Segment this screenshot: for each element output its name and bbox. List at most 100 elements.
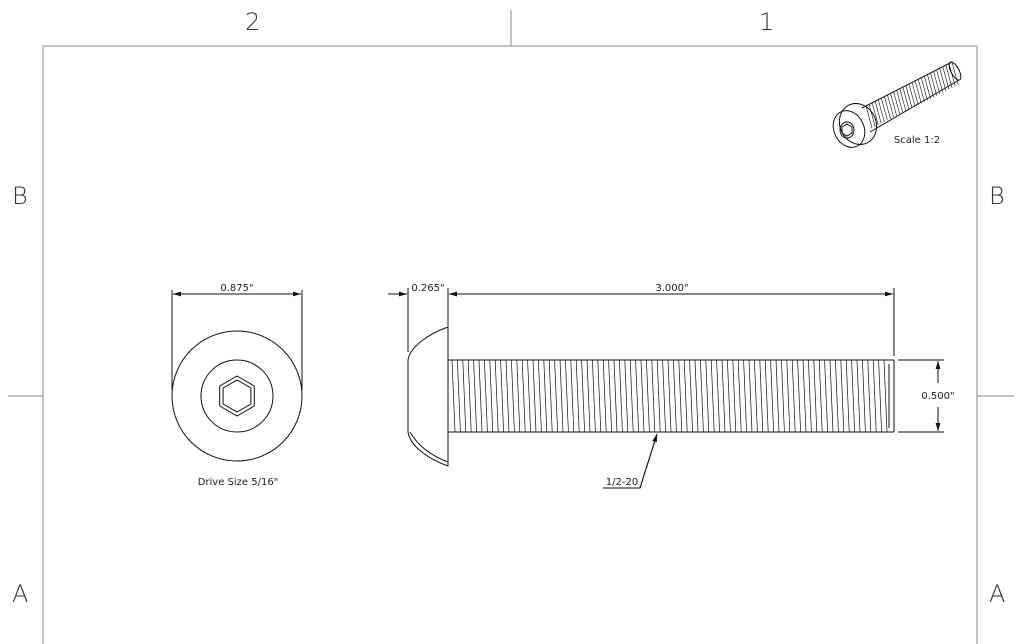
thread-line	[824, 359, 828, 433]
thread-line	[851, 359, 855, 433]
side-view	[388, 288, 944, 489]
thread-line	[732, 359, 737, 433]
iso-thread-line	[911, 82, 919, 105]
iso-thread-line	[918, 79, 925, 102]
thread-line	[538, 359, 542, 433]
iso-thread-line	[942, 67, 950, 90]
length-label: 3.000"	[655, 283, 688, 294]
thread-line	[818, 359, 823, 433]
iso-head-face	[832, 110, 866, 148]
thread-line	[521, 359, 526, 433]
thread-line	[570, 359, 575, 433]
head-inner-edge	[200, 359, 274, 433]
thread-line	[619, 359, 623, 433]
thread-line	[667, 359, 672, 433]
thread-line	[559, 359, 564, 433]
thread-line	[608, 359, 612, 433]
iso-thread-line	[927, 75, 934, 98]
thread-line	[710, 359, 715, 433]
head-height-label: 0.265"	[411, 283, 444, 294]
thread-pitch-lines	[451, 359, 888, 433]
thread-callout-label: 1/2-20	[606, 477, 638, 488]
thread-line	[737, 359, 742, 433]
thread-line	[494, 359, 499, 433]
iso-thread-line	[939, 68, 947, 92]
thread-line	[532, 359, 537, 433]
end-view	[171, 290, 303, 462]
thread-line	[872, 359, 877, 433]
thread-line	[856, 359, 861, 433]
thread-line	[629, 359, 634, 433]
thread-line	[878, 359, 882, 433]
drive-size-note: Drive Size 5/16"	[198, 477, 279, 488]
zone-label-col-1: 1	[759, 8, 775, 36]
thread-line	[548, 359, 553, 433]
sheet-border	[8, 10, 1014, 644]
thread-line	[656, 359, 661, 433]
thread-line	[829, 359, 834, 433]
iso-thread-line	[930, 73, 937, 96]
iso-thread-line	[868, 104, 876, 127]
thread-line	[500, 359, 504, 433]
iso-thread-line	[893, 92, 900, 115]
thread-line	[727, 359, 731, 433]
thread-diameter-label: 0.500"	[921, 391, 954, 402]
thread-line	[770, 359, 774, 433]
thread-line	[489, 359, 494, 433]
thread-line	[467, 359, 472, 433]
thread-line	[791, 359, 796, 433]
zone-label-row-b-right: B	[989, 182, 1005, 210]
thread-line	[586, 359, 591, 433]
iso-shank-top	[861, 61, 953, 109]
iso-thread-line	[921, 78, 928, 101]
iso-view	[832, 61, 962, 148]
thread-line	[592, 359, 596, 433]
thread-line	[527, 359, 531, 433]
thread-line	[640, 359, 645, 433]
thread-line	[802, 359, 807, 433]
thread-line	[484, 359, 488, 433]
iso-thread-line	[881, 98, 888, 121]
thread-line	[478, 359, 483, 433]
thread-line	[716, 359, 720, 433]
thread-line	[505, 359, 510, 433]
thread-line	[797, 359, 801, 433]
thread-line	[759, 359, 764, 433]
iso-thread-line	[884, 96, 891, 119]
iso-thread-line	[945, 65, 953, 89]
thread-line	[473, 359, 477, 433]
thread-line	[543, 359, 548, 433]
hex-socket	[219, 375, 255, 417]
thread-line	[581, 359, 585, 433]
thread-line	[565, 359, 569, 433]
iso-thread-line	[887, 95, 894, 118]
iso-thread-line	[951, 62, 959, 85]
iso-thread-line	[896, 90, 904, 113]
thread-line	[597, 359, 602, 433]
hex-socket-inner	[222, 379, 252, 413]
iso-thread-line	[890, 93, 897, 116]
thread-line	[457, 359, 461, 433]
thread-line	[840, 359, 845, 433]
thread-line	[781, 359, 785, 433]
thread-line	[764, 359, 769, 433]
thread-line	[575, 359, 580, 433]
thread-line	[554, 359, 558, 433]
iso-thread-line	[874, 101, 882, 124]
iso-hex-socket	[839, 121, 855, 139]
thread-line	[721, 359, 726, 433]
thread-line	[673, 359, 677, 433]
thread-line	[678, 359, 683, 433]
iso-thread-line	[865, 105, 873, 129]
thread-line	[775, 359, 780, 433]
iso-thread-line	[902, 87, 910, 110]
iso-hex-socket-inner	[841, 123, 853, 137]
thread-line	[694, 359, 699, 433]
thread-line	[613, 359, 618, 433]
thread-line	[845, 359, 850, 433]
thread-line	[743, 359, 747, 433]
iso-thread-line	[933, 72, 941, 95]
iso-thread-line	[908, 84, 916, 107]
thread-line	[689, 359, 693, 433]
thread-line	[808, 359, 812, 433]
